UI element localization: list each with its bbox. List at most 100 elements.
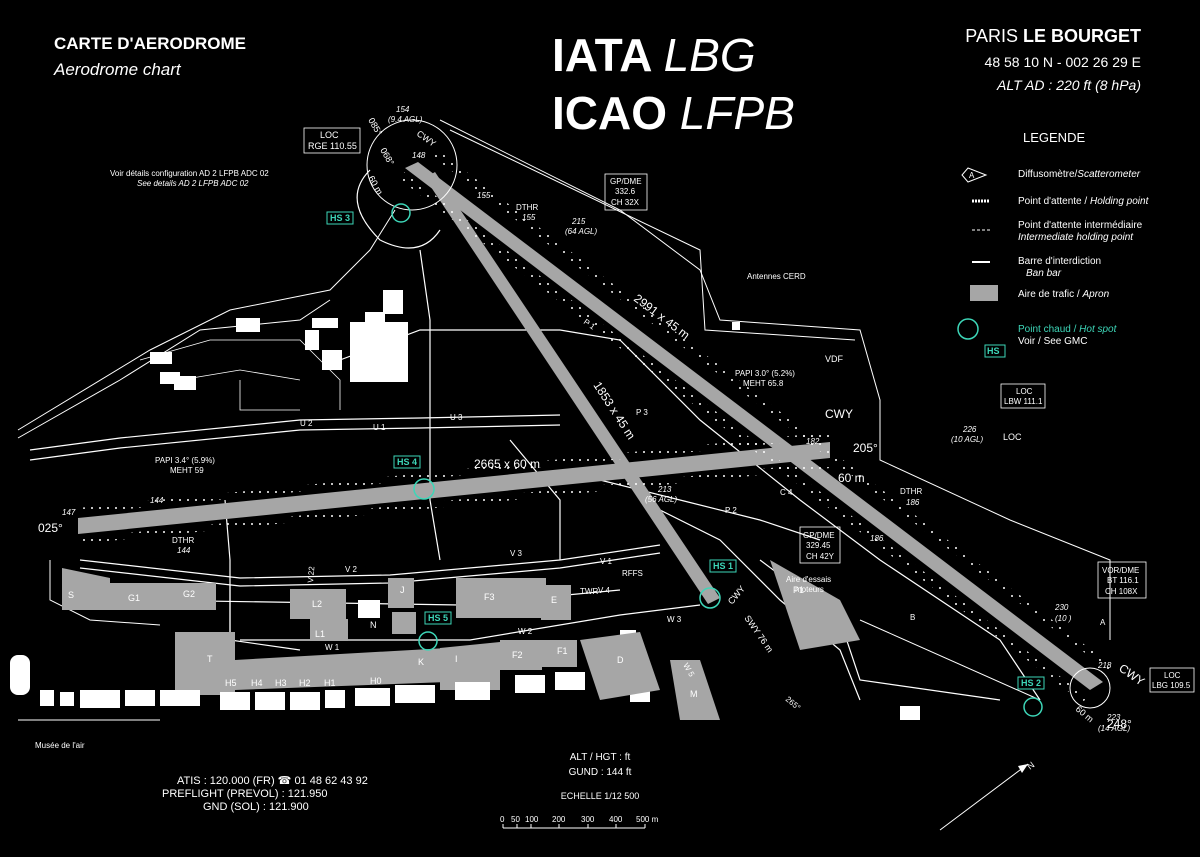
svg-text:HS 4: HS 4 bbox=[397, 457, 417, 467]
svg-text:F2: F2 bbox=[512, 650, 523, 660]
svg-text:D: D bbox=[617, 655, 624, 665]
navaid-boxes bbox=[303, 127, 1195, 693]
legend-holding-point: Point d'attente / Holding point bbox=[1018, 196, 1149, 207]
svg-text:moteurs: moteurs bbox=[795, 585, 824, 594]
svg-text:DTHR: DTHR bbox=[900, 487, 922, 496]
navaid-texts: LOC RGE 110.55 GP/DME 332.6 CH 32X LOC L… bbox=[35, 130, 1191, 750]
svg-text:H1: H1 bbox=[324, 678, 336, 688]
runway-09-27 bbox=[425, 172, 720, 604]
svg-text:HS 3: HS 3 bbox=[330, 213, 350, 223]
svg-text:DTHR: DTHR bbox=[172, 536, 194, 545]
svg-text:Antennes CERD: Antennes CERD bbox=[747, 272, 806, 281]
legend-scatterometer: Diffusomètre/Scatterometer bbox=[1018, 169, 1141, 180]
svg-text:RFFS: RFFS bbox=[622, 569, 643, 578]
svg-text:Voir détails configuration AD: Voir détails configuration AD 2 LFPB ADC… bbox=[110, 169, 269, 178]
hot-spot-5-marker bbox=[418, 631, 438, 651]
svg-text:2665 x 60 m: 2665 x 60 m bbox=[474, 457, 540, 471]
legend-title: LEGENDE bbox=[1023, 130, 1086, 145]
svg-text:N: N bbox=[1025, 760, 1036, 772]
svg-text:N: N bbox=[370, 620, 377, 630]
apron-icon bbox=[970, 285, 998, 301]
svg-text:E: E bbox=[551, 595, 557, 605]
svg-text:(56 AGL): (56 AGL) bbox=[645, 495, 677, 504]
gund-note: GUND : 144 ft bbox=[568, 767, 632, 778]
svg-text:CWY: CWY bbox=[1116, 661, 1147, 689]
svg-text:C 4: C 4 bbox=[780, 488, 793, 497]
svg-text:HS 2: HS 2 bbox=[1021, 678, 1041, 688]
svg-text:T: T bbox=[207, 654, 213, 664]
svg-text:50: 50 bbox=[511, 815, 520, 824]
svg-text:L2: L2 bbox=[312, 599, 322, 609]
svg-text:H2: H2 bbox=[299, 678, 311, 688]
svg-text:F3: F3 bbox=[484, 592, 495, 602]
phone-icon: ☎ bbox=[277, 775, 292, 787]
svg-text:K: K bbox=[418, 657, 424, 667]
svg-text:329.45: 329.45 bbox=[806, 541, 831, 550]
taxiway-labels: U 1 U 2 U 3 V 1 V 2 V 3 V 4 V 22 W 1 W 2… bbox=[300, 317, 1106, 679]
svg-text:LBG 109.5: LBG 109.5 bbox=[1152, 681, 1191, 690]
hot-spot-4-marker bbox=[413, 478, 435, 500]
svg-text:CH 42Y: CH 42Y bbox=[806, 552, 835, 561]
airport-elevation: ALT AD : 220 ft (8 hPa) bbox=[997, 77, 1141, 93]
runways bbox=[78, 150, 1115, 702]
svg-text:230: 230 bbox=[1054, 603, 1069, 612]
svg-text:W 2: W 2 bbox=[518, 627, 533, 636]
svg-text:100: 100 bbox=[525, 815, 539, 824]
svg-text:LOC: LOC bbox=[1164, 671, 1181, 680]
legend-apron: Aire de trafic / Apron bbox=[1018, 289, 1110, 300]
svg-text:B: B bbox=[910, 613, 915, 622]
svg-text:155: 155 bbox=[522, 213, 536, 222]
svg-text:VDF: VDF bbox=[825, 354, 844, 364]
airport-coordinates: 48 58 10 N - 002 26 29 E bbox=[984, 54, 1141, 70]
svg-text:W 3: W 3 bbox=[667, 615, 682, 624]
svg-text:226: 226 bbox=[962, 425, 977, 434]
icao-code: ICAO LFPB bbox=[552, 87, 795, 139]
building-strip bbox=[10, 655, 585, 710]
legend-icons: A bbox=[961, 167, 998, 301]
svg-text:Aire d'essais: Aire d'essais bbox=[786, 575, 831, 584]
runway-03-21 bbox=[405, 162, 1103, 690]
svg-text:147: 147 bbox=[62, 508, 76, 517]
elevation-labels: 154 (9.4 AGL) 148 155 DTHR 155 215 (64 A… bbox=[62, 105, 1130, 733]
hot-spot-circles bbox=[391, 203, 1043, 717]
svg-text:HS: HS bbox=[987, 346, 1000, 356]
hot-spot-2-marker bbox=[1023, 697, 1043, 717]
svg-text:213: 213 bbox=[657, 485, 672, 494]
svg-text:P 3: P 3 bbox=[636, 408, 648, 417]
scale-bar-ticks: 0 50 100 200 300 400 500 m bbox=[500, 815, 659, 824]
svg-text:CWY: CWY bbox=[415, 128, 438, 148]
svg-text:PAPI 3.0° (5.2%): PAPI 3.0° (5.2%) bbox=[735, 369, 795, 378]
svg-text:218: 218 bbox=[1097, 661, 1112, 670]
svg-text:(10 ): (10 ) bbox=[1055, 614, 1072, 623]
svg-text:F1: F1 bbox=[557, 646, 568, 656]
svg-text:60 m: 60 m bbox=[366, 174, 385, 196]
svg-text:265°: 265° bbox=[784, 695, 802, 713]
svg-text:205°: 205° bbox=[853, 441, 878, 455]
scale-bar bbox=[502, 824, 646, 829]
svg-text:HS 5: HS 5 bbox=[428, 613, 448, 623]
svg-text:HS 1: HS 1 bbox=[713, 561, 733, 571]
svg-text:332.6: 332.6 bbox=[615, 187, 636, 196]
chart-title-fr: CARTE D'AERODROME bbox=[54, 34, 246, 53]
svg-text:U 1: U 1 bbox=[373, 423, 386, 432]
chart-title-en: Aerodrome chart bbox=[54, 60, 181, 79]
airport-boundary bbox=[17, 119, 1111, 721]
svg-text:DTHR: DTHR bbox=[516, 203, 538, 212]
svg-text:248°: 248° bbox=[1107, 717, 1132, 731]
svg-text:GP/DME: GP/DME bbox=[803, 531, 835, 540]
svg-text:200: 200 bbox=[552, 815, 566, 824]
svg-text:0: 0 bbox=[500, 815, 505, 824]
svg-text:085°: 085° bbox=[366, 116, 384, 137]
svg-text:U 2: U 2 bbox=[300, 419, 313, 428]
svg-text:(14 AGL): (14 AGL) bbox=[1098, 724, 1130, 733]
apron-labels: S G1 G2 L2 J F3 E T L1 N K I F2 F1 D M P… bbox=[68, 585, 804, 699]
svg-text:60 m: 60 m bbox=[838, 471, 865, 485]
svg-text:I: I bbox=[455, 654, 458, 664]
apron-areas bbox=[62, 560, 860, 720]
svg-text:A: A bbox=[969, 171, 975, 180]
runway-07-25 bbox=[78, 442, 830, 534]
svg-text:PAPI 3.4° (5.9%): PAPI 3.4° (5.9%) bbox=[155, 456, 215, 465]
svg-text:Musée de l'air: Musée de l'air bbox=[35, 741, 85, 750]
